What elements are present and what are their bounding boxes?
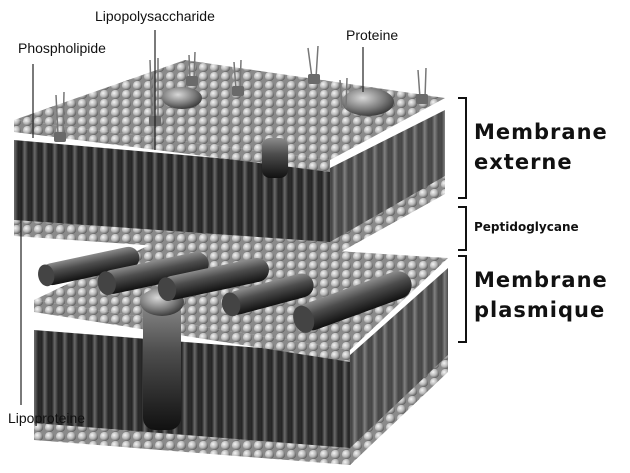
label-lipoproteine: Lipoproteine bbox=[8, 410, 85, 426]
label-phospholipide: Phospholipide bbox=[18, 40, 106, 56]
label-plasma-membrane-line2: plasmique bbox=[474, 296, 605, 324]
label-outer-membrane-line2: externe bbox=[474, 148, 573, 176]
layer-brackets bbox=[458, 98, 466, 342]
label-plasma-membrane-line1: Membrane bbox=[474, 266, 608, 294]
lipoprotein-shape bbox=[140, 288, 184, 430]
label-lipopolysaccharide: Lipopolysaccharide bbox=[95, 8, 215, 24]
label-peptidoglycan: Peptidoglycane bbox=[474, 220, 579, 234]
label-proteine: Proteine bbox=[346, 27, 398, 43]
label-outer-membrane-line1: Membrane bbox=[474, 118, 608, 146]
